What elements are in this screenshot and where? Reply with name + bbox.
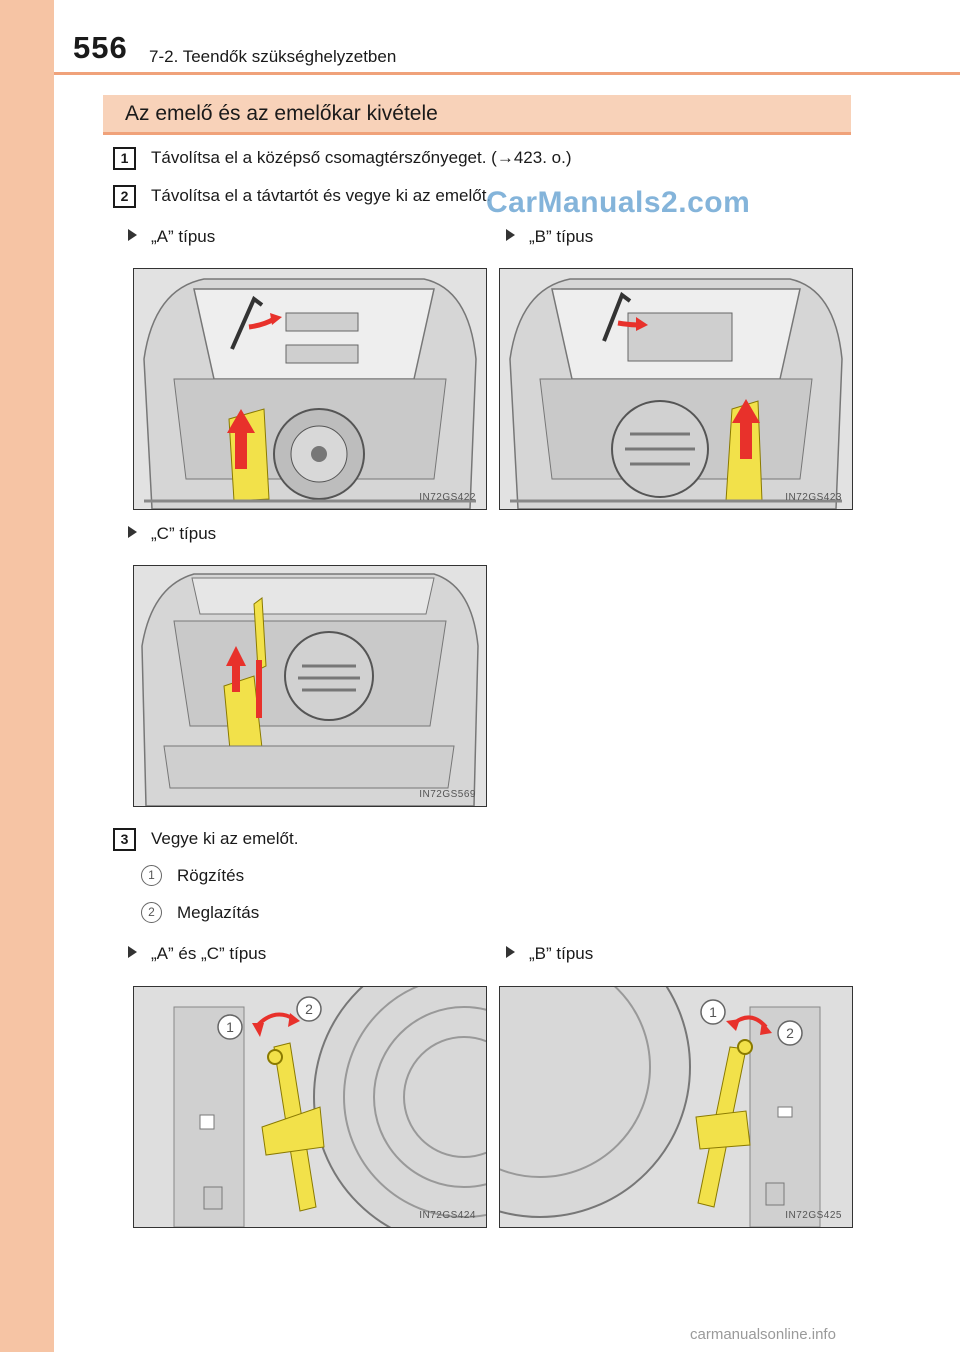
- step3-item-1: Rögzítés: [177, 866, 245, 885]
- trunk-illustration-icon: [143, 278, 477, 509]
- type-label-b: „B” típus: [506, 227, 593, 247]
- bullet-arrow-icon: [128, 526, 137, 538]
- jack-illustration-icon: 1 2: [134, 987, 486, 1227]
- figure-code: IN72GS422: [419, 492, 476, 503]
- callout-1: 1: [226, 1019, 234, 1035]
- bullet-arrow-icon: [506, 946, 515, 958]
- bullet-arrow-icon: [128, 229, 137, 241]
- figure-jack-type-ac: 1 2 IN72GS424: [133, 986, 487, 1228]
- section-title-bar: Az emelő és az emelőkar kivétele: [103, 95, 851, 135]
- page-sidebar: [0, 0, 54, 1352]
- figure-code: IN72GS424: [419, 1210, 476, 1221]
- step-badge-1: 1: [113, 147, 136, 170]
- figure-trunk-type-b: IN72GS423: [499, 268, 853, 510]
- type-label-c: „C” típus: [128, 524, 216, 544]
- page-number: 556: [73, 30, 128, 65]
- bullet-arrow-icon: [506, 229, 515, 241]
- step-text-3: Vegye ki az emelőt.: [151, 829, 299, 848]
- watermark: CarManuals2.com: [486, 186, 751, 219]
- jack-illustration-icon: 1 2: [500, 987, 852, 1227]
- type-label-ac: „A” és „C” típus: [128, 944, 266, 964]
- callout-2: 2: [786, 1025, 794, 1041]
- step-text-1: Távolítsa el a középső csomagtérszőnyege…: [151, 148, 572, 167]
- figure-trunk-type-c: IN72GS569: [133, 565, 487, 807]
- figure-jack-type-b: 1 2 IN72GS425: [499, 986, 853, 1228]
- figure-trunk-type-a: IN72GS422: [133, 268, 487, 510]
- step3-marker-1: 1: [141, 865, 162, 886]
- step-badge-2: 2: [113, 185, 136, 208]
- type-label-a: „A” típus: [128, 227, 215, 247]
- figure-code: IN72GS423: [785, 492, 842, 503]
- section-title: Az emelő és az emelőkar kivétele: [125, 102, 438, 125]
- step3-marker-2: 2: [141, 902, 162, 923]
- figure-code: IN72GS425: [785, 1210, 842, 1221]
- trunk-illustration-icon: [509, 278, 843, 509]
- footer-watermark: carmanualsonline.info: [690, 1326, 836, 1343]
- trunk-illustration-icon: [141, 573, 479, 806]
- callout-2: 2: [305, 1001, 313, 1017]
- step-badge-3: 3: [113, 828, 136, 851]
- bullet-arrow-icon: [128, 946, 137, 958]
- type-label-b-jack: „B” típus: [506, 944, 593, 964]
- callout-1: 1: [709, 1004, 717, 1020]
- chapter-title: 7-2. Teendők szükséghelyzetben: [149, 47, 397, 66]
- step-text-2: Távolítsa el a távtartót és vegye ki az …: [151, 186, 492, 205]
- figure-code: IN72GS569: [419, 789, 476, 800]
- step3-item-2: Meglazítás: [177, 903, 260, 922]
- header-rule: [54, 72, 960, 75]
